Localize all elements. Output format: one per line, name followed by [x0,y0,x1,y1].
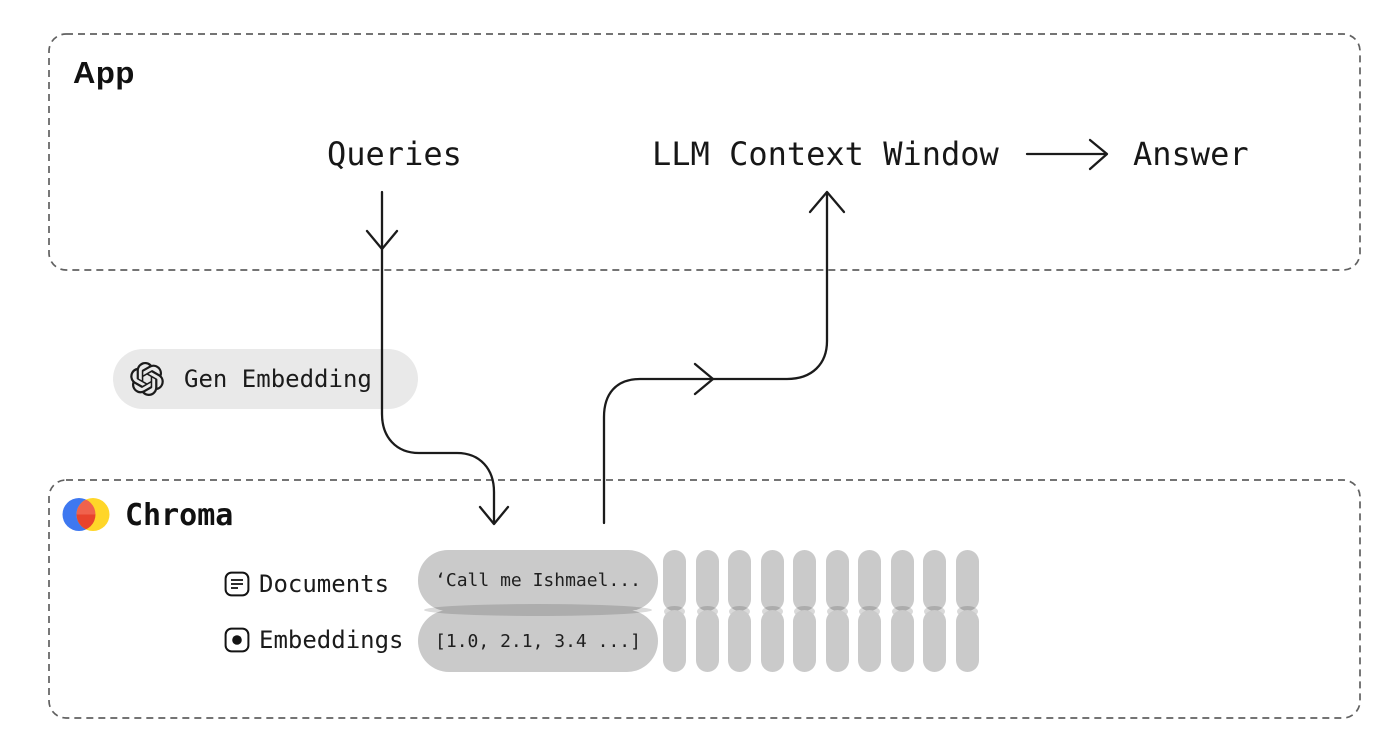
vector-pill [663,610,686,672]
arrow-llm-to-answer [1025,138,1109,171]
vector-pill [663,550,686,617]
vector-pill [923,610,946,672]
vector-pill [793,550,816,617]
gen-embedding-label: Gen Embedding [184,365,372,393]
chroma-box-title: Chroma [125,498,234,533]
vector-pill [955,610,979,672]
embedding-dot-icon [224,627,250,653]
gen-embedding-pill: Gen Embedding [113,349,418,409]
arrow-chroma-to-llm [602,190,846,525]
documents-label: Documents [259,570,390,598]
openai-logo-icon [130,362,164,396]
app-box-title: App [73,55,135,90]
pill-seam [424,604,652,616]
llm-context-window-label: LLM Context Window [652,135,999,173]
queries-label: Queries [327,135,462,173]
vector-pill [858,550,881,617]
vector-pill [825,550,849,617]
vector-pill [890,610,914,672]
embeddings-label: Embeddings [259,626,404,654]
document-sample-pill: ‘Call me Ishmael... [418,550,658,611]
vector-pill [955,550,979,617]
vector-pill [858,610,881,672]
vector-pill [793,610,816,672]
document-sample-text: ‘Call me Ishmael... [435,570,641,591]
document-pill-row [663,550,979,617]
embedding-sample-pill: [1.0, 2.1, 3.4 ...] [418,610,658,672]
vector-pill [728,610,751,672]
embedding-pill-row [663,610,979,672]
vector-pill [695,610,719,672]
vector-pill [728,550,751,617]
vector-pill [923,550,946,617]
vector-pill [760,610,784,672]
answer-label: Answer [1133,135,1249,173]
vector-pill [825,610,849,672]
embedding-sample-text: [1.0, 2.1, 3.4 ...] [435,630,641,652]
document-icon [224,571,250,597]
chroma-logo-icon [62,498,110,531]
vector-pill [695,550,719,617]
vector-pill [760,550,784,617]
vector-pill [890,550,914,617]
